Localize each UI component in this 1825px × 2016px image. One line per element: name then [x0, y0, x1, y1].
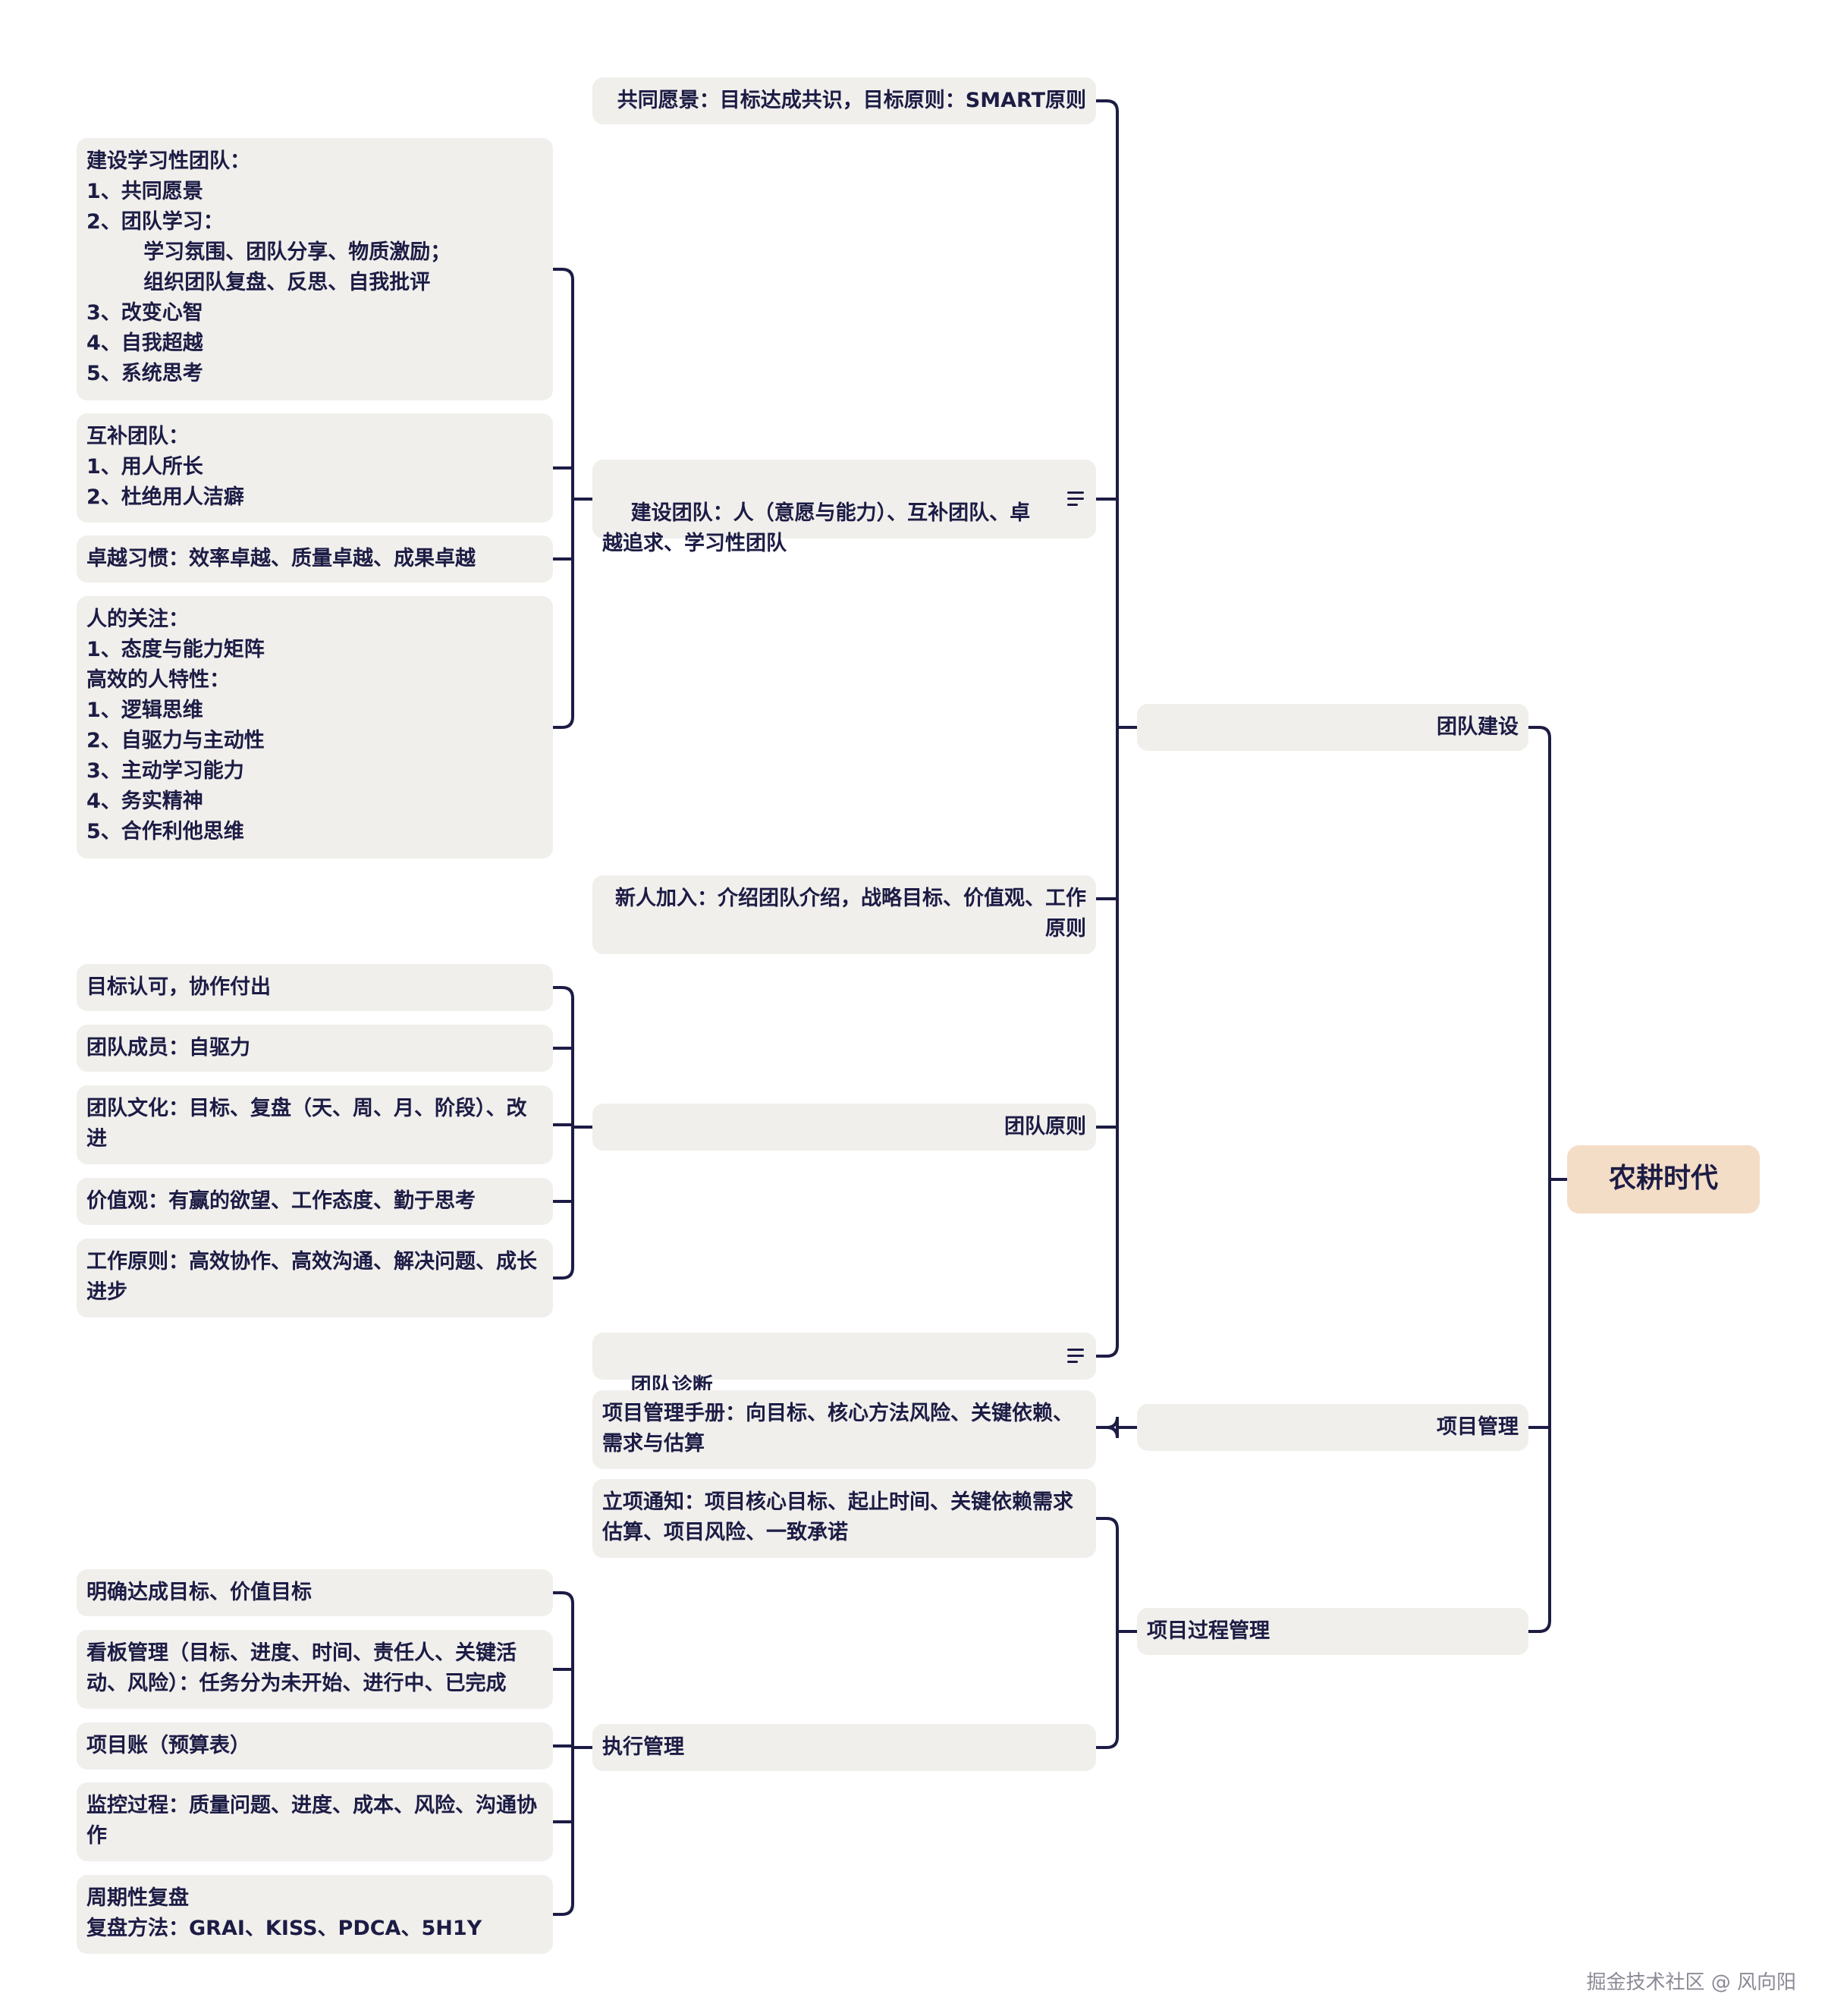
connector-team-building	[1095, 99, 1139, 1358]
node-principle-item[interactable]: 目标认可，协作付出	[77, 964, 553, 1011]
connector-process-management	[1095, 1517, 1139, 1749]
node-learning-team[interactable]: 建设学习性团队： 1、共同愿景 2、团队学习： 学习氛围、团队分享、物质激励； …	[77, 138, 553, 400]
watermark: 掘金技术社区 @ 风向阳	[1586, 1971, 1796, 1994]
node-execution-item[interactable]: 周期性复盘 复盘方法：GRAI、KISS、PDCA、5H1Y	[77, 1875, 553, 1954]
connector-execution	[551, 1591, 594, 1916]
node-kickoff-notice[interactable]: 立项通知：项目核心目标、起止时间、关键依赖需求估算、项目风险、一致承诺	[592, 1479, 1096, 1558]
node-newcomer[interactable]: 新人加入：介绍团队介绍，战略目标、价值观、工作原则	[592, 875, 1096, 954]
node-team-diagnosis[interactable]: 团队诊断	[592, 1333, 1096, 1398]
node-principle-item[interactable]: 团队成员：自驱力	[77, 1025, 553, 1072]
node-build-team-label: 建设团队：人（意愿与能力）、互补团队、卓越追求、学习性团队	[602, 501, 1031, 555]
branch-team-building[interactable]: 团队建设	[1137, 704, 1528, 751]
branch-process-management[interactable]: 项目过程管理	[1137, 1608, 1528, 1655]
node-execution-management[interactable]: 执行管理	[592, 1724, 1096, 1771]
node-principle-item[interactable]: 工作原则：高效协作、高效沟通、解决问题、成长进步	[77, 1239, 553, 1317]
node-complementary-team[interactable]: 互补团队： 1、用人所长 2、杜绝用人洁癖	[77, 413, 553, 523]
root-node[interactable]: 农耕时代	[1567, 1145, 1760, 1214]
node-pm-handbook[interactable]: 项目管理手册：向目标、核心方法风险、关键依赖、需求与估算	[592, 1390, 1096, 1469]
node-excellence-habit[interactable]: 卓越习惯：效率卓越、质量卓越、成果卓越	[77, 535, 553, 583]
note-lines-icon[interactable]	[1067, 490, 1084, 508]
connector-principles	[551, 986, 594, 1280]
node-execution-item[interactable]: 明确达成目标、价值目标	[77, 1569, 553, 1616]
node-build-team[interactable]: 建设团队：人（意愿与能力）、互补团队、卓越追求、学习性团队	[592, 460, 1096, 555]
node-principle-item[interactable]: 价值观：有赢的欲望、工作态度、勤于思考	[77, 1178, 553, 1225]
node-principle-item[interactable]: 团队文化：目标、复盘（天、周、月、阶段）、改进	[77, 1085, 553, 1164]
connector-project-management	[1095, 1416, 1139, 1439]
node-execution-item[interactable]: 监控过程：质量问题、进度、成本、风险、沟通协作	[77, 1782, 553, 1861]
note-lines-icon[interactable]	[1067, 1347, 1084, 1365]
connector-build-team	[551, 268, 594, 729]
node-shared-vision[interactable]: 共同愿景：目标达成共识，目标原则：SMART原则	[592, 77, 1096, 124]
connector-root	[1527, 726, 1569, 1633]
node-people-focus[interactable]: 人的关注： 1、态度与能力矩阵 高效的人特性： 1、逻辑思维 2、自驱力与主动性…	[77, 596, 553, 859]
node-team-principles[interactable]: 团队原则	[592, 1104, 1096, 1151]
node-execution-item[interactable]: 项目账（预算表）	[77, 1722, 553, 1769]
branch-project-management[interactable]: 项目管理	[1137, 1404, 1528, 1451]
node-execution-item[interactable]: 看板管理（目标、进度、时间、责任人、关键活动、风险）：任务分为未开始、进行中、已…	[77, 1630, 553, 1709]
